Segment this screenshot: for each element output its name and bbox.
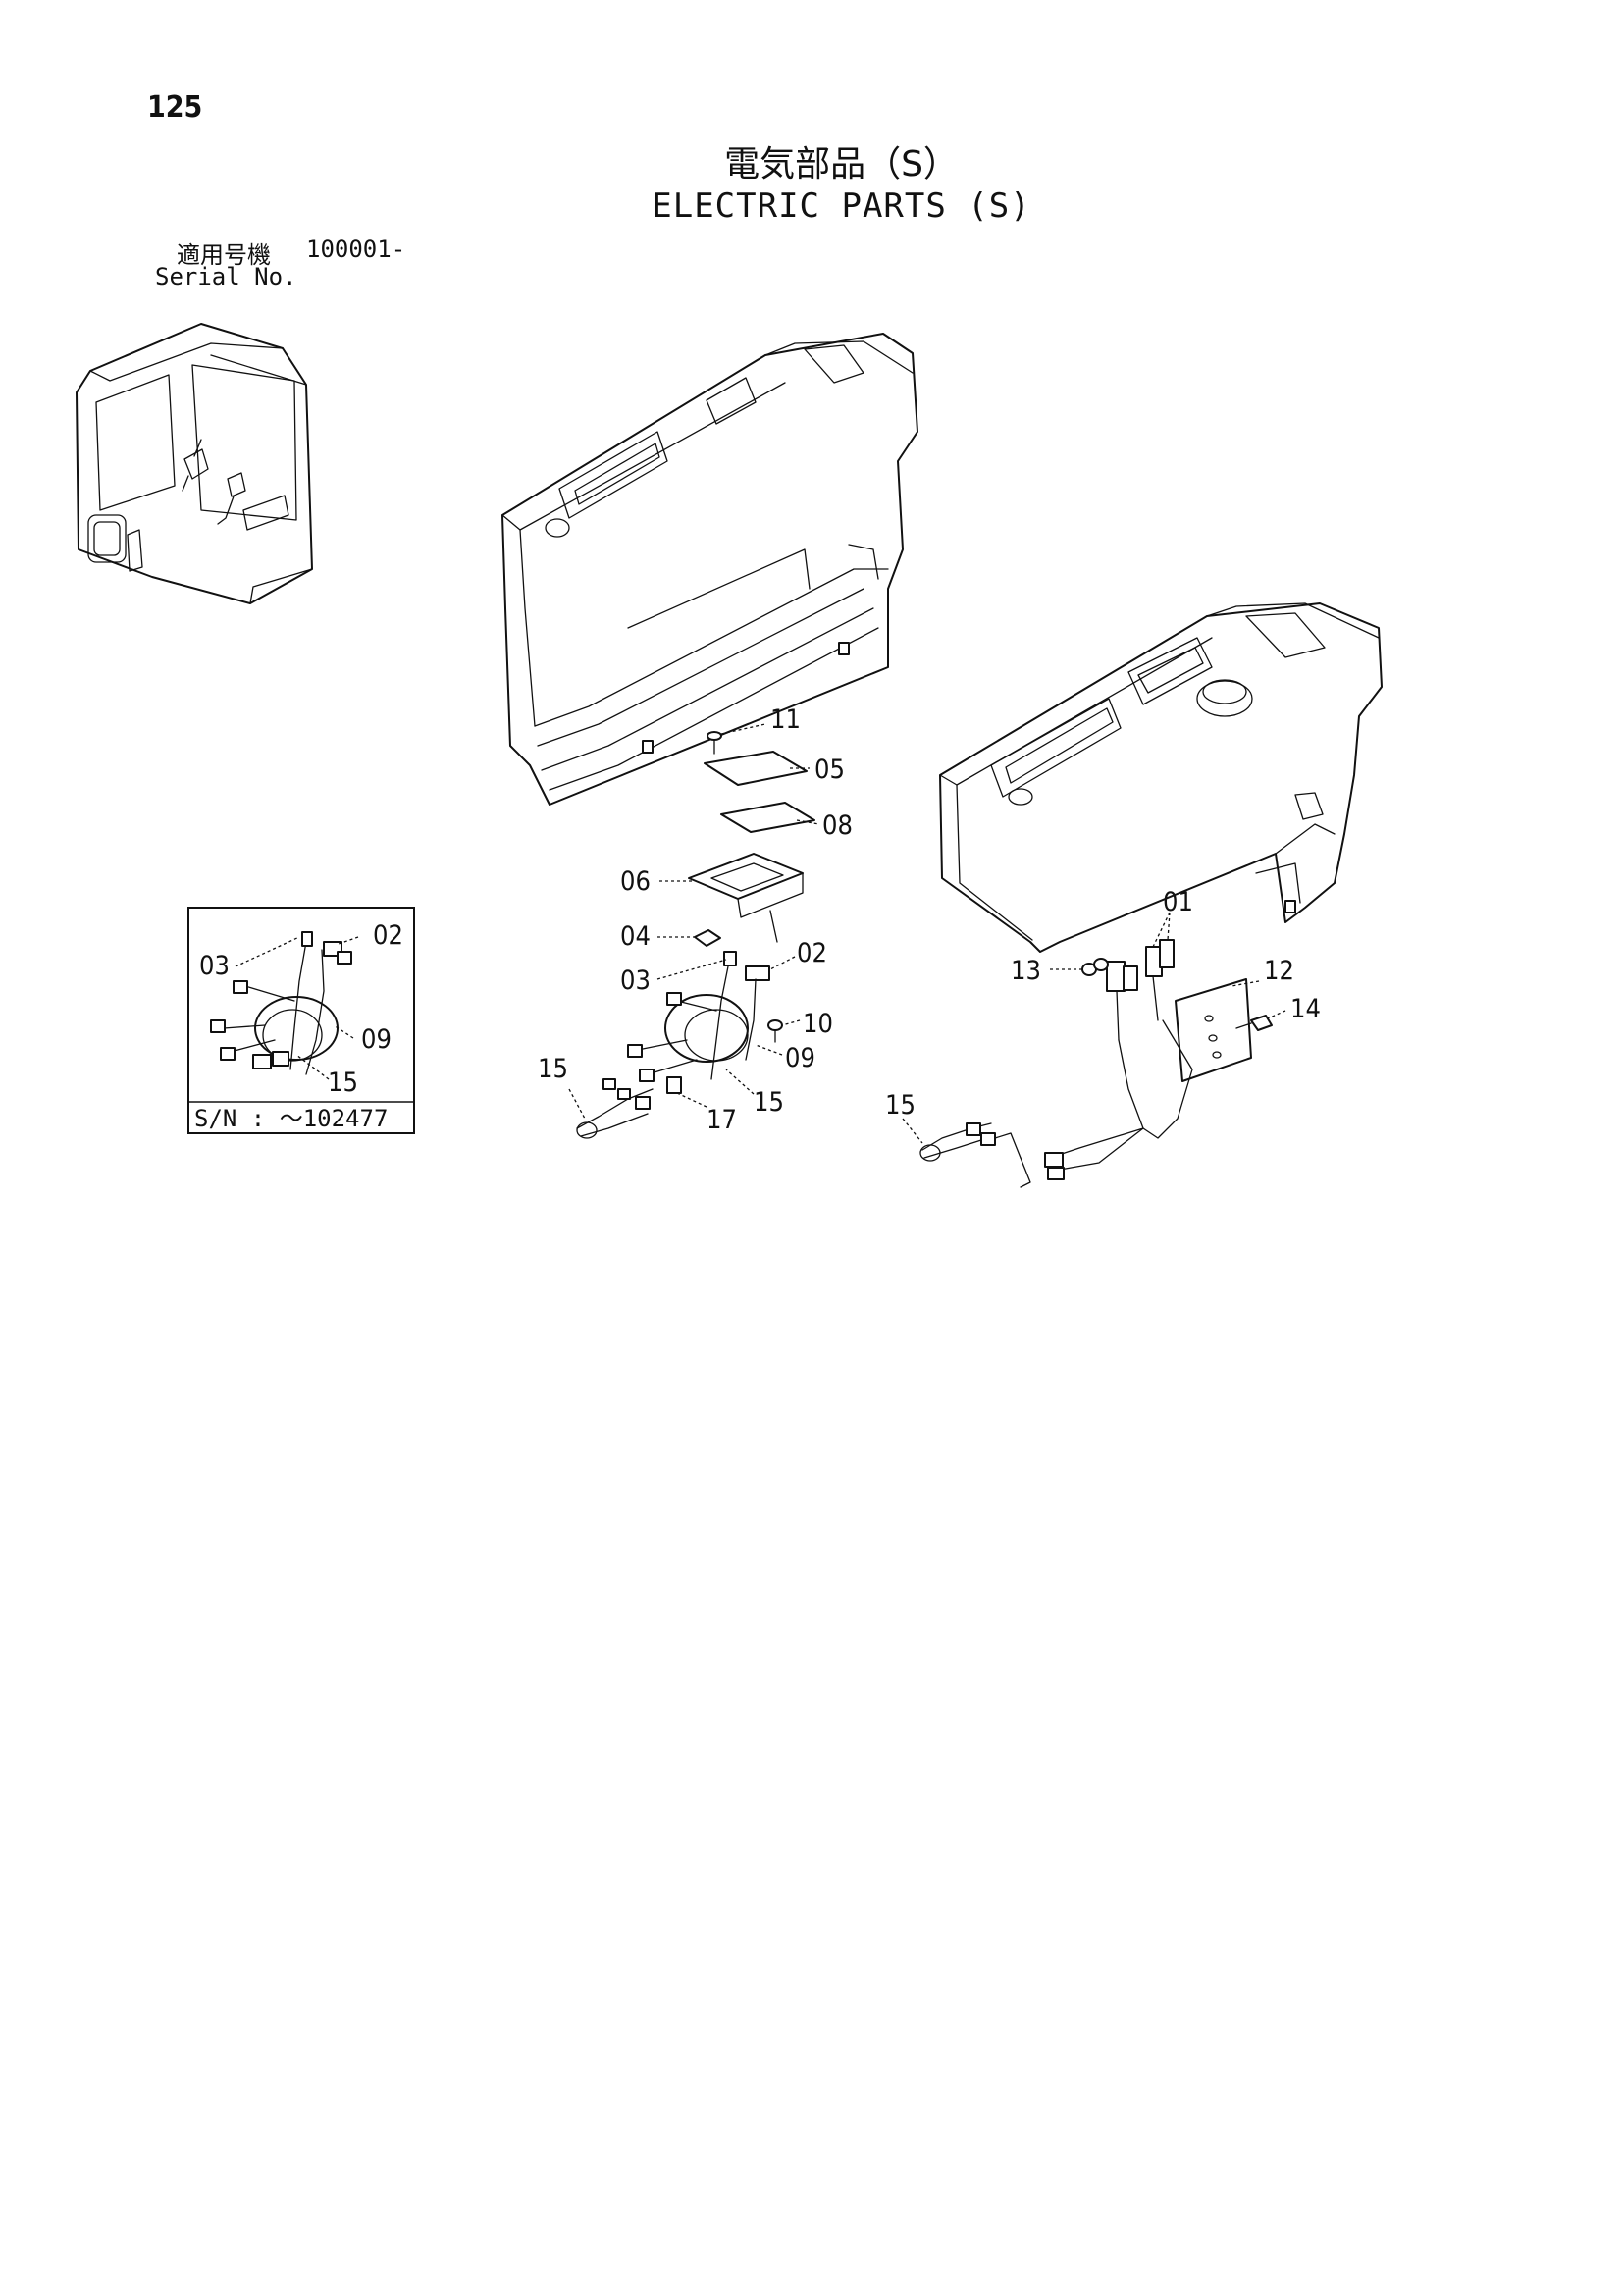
center-exploded-parts: 11 05 08 06 04 03 02 10 09 15 17 15: [538, 704, 853, 1139]
inset-callout-03: 03: [199, 951, 230, 981]
screw-13b: [1093, 958, 1109, 971]
inset-callout-02: 02: [373, 920, 403, 951]
sub-harness-15-right: [919, 1122, 1022, 1162]
right-exploded-parts: 01 13 12 14 15: [885, 887, 1321, 1188]
left-console-assembly: [501, 333, 918, 806]
callout-12: 12: [1264, 956, 1294, 986]
bolt-10: [767, 1019, 783, 1043]
gasket-08: [720, 802, 815, 833]
serial-label: Serial No.: [155, 263, 297, 290]
inset-callout-09: 09: [361, 1024, 392, 1055]
bracket-06: [688, 853, 804, 943]
callout-06: 06: [620, 866, 651, 897]
harness-09: [627, 965, 757, 1082]
callout-15-right: 15: [885, 1090, 916, 1121]
callout-03: 03: [620, 965, 651, 996]
sub-harness-15-left: [576, 1078, 654, 1139]
serial-range: 100001-: [306, 235, 406, 263]
inset-panel: 03 02 09 15 S/N : ～102477: [187, 907, 415, 1134]
connector-02: [745, 965, 770, 981]
relay-01: [1106, 939, 1175, 1041]
callout-11: 11: [770, 704, 801, 735]
callout-13: 13: [1011, 956, 1041, 986]
relay-harness: [1020, 1019, 1193, 1188]
inset-callout-15: 15: [328, 1068, 358, 1098]
callout-01: 01: [1163, 887, 1193, 917]
serial-label-japanese: 適用号機: [177, 241, 271, 269]
connector-17: [666, 1076, 682, 1094]
callout-05: 05: [814, 755, 845, 785]
callout-08: 08: [822, 810, 853, 841]
inset-serial-note: S/N : ～102477: [194, 1105, 388, 1132]
cab-locator-illustration: [76, 323, 313, 604]
bolt-14: [1235, 1015, 1273, 1031]
callout-14: 14: [1290, 994, 1321, 1024]
callout-17: 17: [707, 1105, 737, 1135]
connector-03: [723, 951, 737, 966]
right-console-assembly: [939, 602, 1383, 953]
screw-11: [707, 731, 722, 755]
callout-04: 04: [620, 921, 651, 952]
page-number: 125: [147, 90, 203, 125]
cover-plate-05: [704, 751, 808, 786]
callout-15-left: 15: [538, 1054, 568, 1084]
callout-02: 02: [797, 938, 827, 968]
switch-04: [694, 929, 721, 947]
inset-harness: [210, 931, 352, 1075]
page-title-japanese: 電気部品（S）: [724, 144, 959, 184]
callout-15-center: 15: [754, 1087, 784, 1118]
bracket-plate-12: [1175, 978, 1252, 1082]
page-title: ELECTRIC PARTS (S): [652, 186, 1031, 226]
callout-10: 10: [803, 1009, 833, 1039]
callout-09: 09: [785, 1043, 815, 1073]
